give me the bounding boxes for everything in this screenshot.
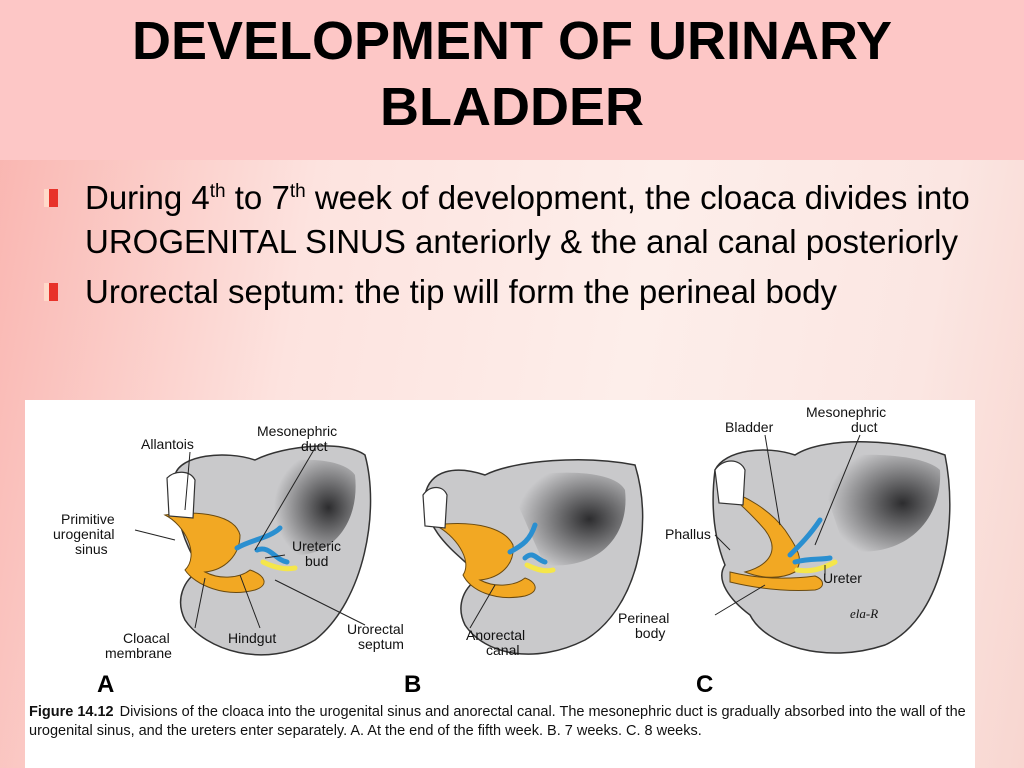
label-urorectal-2: septum xyxy=(358,636,404,652)
label-perineal-2: body xyxy=(635,625,665,641)
figure-caption-text: Divisions of the cloaca into the urogeni… xyxy=(29,704,966,739)
title-line-1: DEVELOPMENT OF URINARY xyxy=(131,11,893,71)
panel-c-embryo xyxy=(712,441,951,654)
title-band xyxy=(0,0,1024,160)
panel-label-b: B xyxy=(404,671,421,698)
panel-label-c: C xyxy=(696,671,713,698)
label-primitive-1: Primitive xyxy=(61,511,115,527)
bullet-list: During 4th to 7th week of development, t… xyxy=(44,176,974,320)
slide-title: DEVELOPMENT OF URINARY BLADDER xyxy=(0,8,1024,140)
label-allantois: Allantois xyxy=(141,436,194,452)
label-ureteric-bud-1: Ureteric xyxy=(292,538,341,554)
label-ureter: Ureter xyxy=(823,570,862,586)
label-cloacal-1: Cloacal xyxy=(123,630,170,646)
embryology-figure: Allantois Mesonephric duct Primitive uro… xyxy=(25,400,975,768)
label-phallus: Phallus xyxy=(665,526,711,542)
panel-b-embryo xyxy=(422,459,644,655)
label-cloacal-2: membrane xyxy=(105,645,172,661)
label-hindgut: Hindgut xyxy=(228,630,276,646)
bullet-marker-icon xyxy=(44,283,58,301)
label-primitive-3: sinus xyxy=(75,541,108,557)
bullet-item-1: During 4th to 7th week of development, t… xyxy=(44,176,974,264)
label-anorectal-2: canal xyxy=(486,642,519,658)
bullet-marker-icon xyxy=(44,189,58,207)
label-mesonephric-duct-a-1: Mesonephric xyxy=(257,423,337,439)
label-ureteric-bud-2: bud xyxy=(305,553,328,569)
label-bladder: Bladder xyxy=(725,419,774,435)
illustrator-signature: ela-R xyxy=(850,606,878,621)
label-urorectal-1: Urorectal xyxy=(347,621,404,637)
label-mesonephric-duct-c-2: duct xyxy=(851,419,878,435)
title-line-2: BLADDER xyxy=(380,77,644,137)
panel-a-embryo xyxy=(163,445,372,656)
cloaca-division-diagram: Allantois Mesonephric duct Primitive uro… xyxy=(53,404,951,698)
figure-number: Figure 14.12 xyxy=(29,704,114,720)
panel-label-a: A xyxy=(97,671,114,698)
label-mesonephric-duct-c-1: Mesonephric xyxy=(806,404,886,420)
label-mesonephric-duct-a-2: duct xyxy=(301,438,328,454)
label-anorectal-1: Anorectal xyxy=(466,627,525,643)
label-perineal-1: Perineal xyxy=(618,610,669,626)
label-primitive-2: urogenital xyxy=(53,526,115,542)
bullet-item-2: Urorectal septum: the tip will form the … xyxy=(44,270,974,314)
leader-lines xyxy=(134,434,861,629)
